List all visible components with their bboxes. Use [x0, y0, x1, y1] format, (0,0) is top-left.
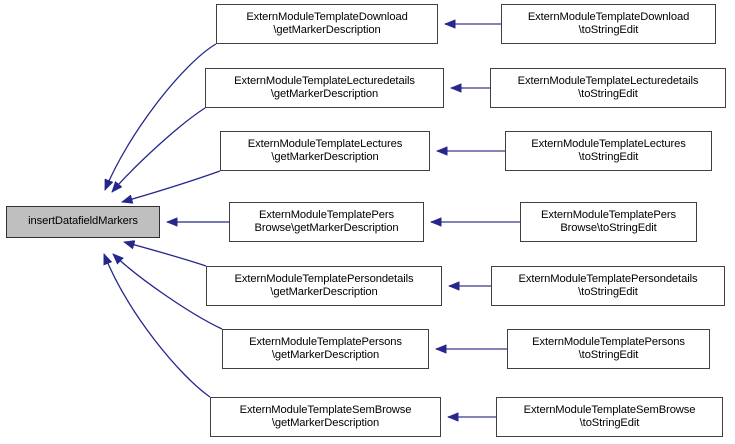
graph-node-externmoduletemplatelectures-getmarkerdescription[interactable]: ExternModuleTemplateLectures \getMarkerD… [220, 131, 430, 171]
node-label: ExternModuleTemplatePersondetails \toStr… [518, 272, 698, 298]
graph-node-externmoduletemplatepersons-getmarkerdescription[interactable]: ExternModuleTemplatePersons \getMarkerDe… [222, 329, 429, 369]
node-label: ExternModuleTemplateSemBrowse \getMarker… [239, 403, 412, 429]
graph-node-externmoduletemplatelectures-tostringedit[interactable]: ExternModuleTemplateLectures \toStringEd… [505, 131, 712, 171]
graph-node-externmoduletemplatesembrowse-getmarkerdescription[interactable]: ExternModuleTemplateSemBrowse \getMarker… [210, 397, 441, 437]
node-label: ExternModuleTemplateDownload \getMarkerD… [246, 10, 408, 36]
graph-node-externmoduletemplatesembrowse-tostringedit[interactable]: ExternModuleTemplateSemBrowse \toStringE… [496, 397, 723, 437]
node-label: ExternModuleTemplateLectures \getMarkerD… [247, 137, 403, 163]
graph-node-externmoduletemplatepersondetails-tostringedit[interactable]: ExternModuleTemplatePersondetails \toStr… [491, 266, 725, 306]
graph-node-externmoduletemplatepers-browse-getmarkerdescription[interactable]: ExternModuleTemplatePers Browse\getMarke… [229, 202, 424, 242]
node-label: ExternModuleTemplateLecturedetails \getM… [234, 74, 415, 100]
edge-m1-to-root [104, 43, 217, 190]
graph-node-externmoduletemplatedownload-tostringedit[interactable]: ExternModuleTemplateDownload \toStringEd… [501, 4, 716, 44]
graph-node-externmoduletemplatedownload-getmarkerdescription[interactable]: ExternModuleTemplateDownload \getMarkerD… [216, 4, 438, 44]
graph-node-externmoduletemplatepersondetails-getmarkerdescription[interactable]: ExternModuleTemplatePersondetails \getMa… [206, 266, 442, 306]
graph-node-externmoduletemplatepers-browse-tostringedit[interactable]: ExternModuleTemplatePers Browse\toString… [520, 202, 697, 242]
node-label: ExternModuleTemplatePers Browse\toString… [540, 208, 677, 234]
edge-m7-to-root [103, 254, 211, 398]
graph-node-externmoduletemplatepersons-tostringedit[interactable]: ExternModuleTemplatePersons \toStringEdi… [507, 329, 710, 369]
node-label: ExternModuleTemplatePersons \toStringEdi… [532, 335, 685, 361]
graph-node-root-insertdatafieldmarkers[interactable]: insertDatafieldMarkers [6, 206, 160, 238]
node-label: ExternModuleTemplatePersondetails \getMa… [234, 272, 414, 298]
node-label: ExternModuleTemplatePersons \getMarkerDe… [249, 335, 402, 361]
node-label: ExternModuleTemplateDownload \toStringEd… [527, 10, 690, 36]
graph-node-externmoduletemplatelecturedetails-getmarkerdescription[interactable]: ExternModuleTemplateLecturedetails \getM… [205, 68, 444, 108]
node-label: ExternModuleTemplateLecturedetails \toSt… [517, 74, 699, 100]
node-label: ExternModuleTemplatePers Browse\getMarke… [254, 208, 399, 234]
edge-m5-to-root [124, 242, 207, 267]
node-label: ExternModuleTemplateSemBrowse \toStringE… [523, 403, 696, 429]
edge-m3-to-root [122, 170, 221, 202]
node-label: ExternModuleTemplateLectures \toStringEd… [531, 137, 686, 163]
graph-node-externmoduletemplatelecturedetails-tostringedit[interactable]: ExternModuleTemplateLecturedetails \toSt… [490, 68, 726, 108]
node-label: insertDatafieldMarkers [28, 215, 138, 228]
edge-m2-to-root [112, 107, 206, 192]
